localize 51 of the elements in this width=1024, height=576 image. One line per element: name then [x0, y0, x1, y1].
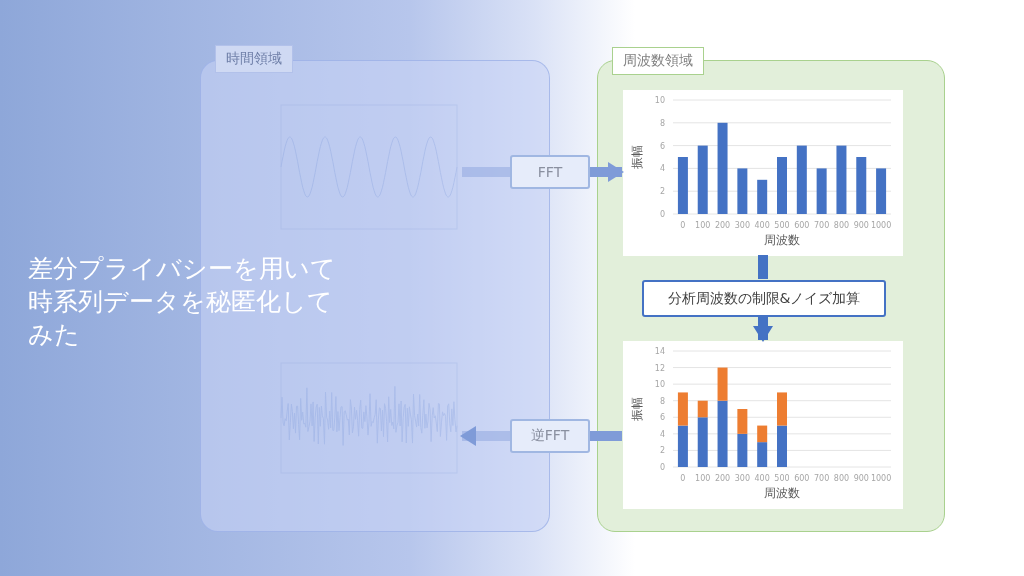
axis-tick-label: 400: [754, 221, 770, 230]
axis-title: 振幅: [630, 397, 644, 421]
axis-tick-label: 600: [794, 221, 810, 230]
axis-title: 周波数: [764, 233, 800, 247]
panel-tab-label: 時間領域: [215, 45, 293, 73]
axis-tick-label: 8: [659, 396, 665, 406]
process-box: 分析周波数の制限&ノイズ加算: [642, 280, 886, 317]
axis-tick-label: 800: [833, 474, 850, 483]
axis-title: 周波数: [764, 486, 800, 500]
axis-tick-label: 600: [794, 474, 810, 483]
axis-tick-label: 0: [680, 474, 686, 483]
axis-tick-label: 10: [654, 380, 665, 390]
panel-tab-label: 周波数領域: [612, 47, 704, 75]
axis-tick-label: 500: [774, 474, 790, 483]
axis-tick-label: 8: [659, 118, 665, 128]
axis-tick-label: 400: [754, 474, 770, 483]
axis-tick-label: 6: [659, 413, 665, 423]
axis-tick-label: 1000: [870, 221, 892, 230]
bar-chart: [623, 341, 903, 509]
axis-tick-label: 300: [734, 221, 750, 230]
axis-tick-label: 900: [853, 221, 869, 230]
arrow: [590, 162, 624, 182]
axis-tick-label: 0: [659, 463, 665, 472]
axis-tick-label: 6: [659, 141, 665, 151]
axis-tick-label: 12: [654, 363, 665, 373]
axis-tick-label: 2: [659, 187, 665, 197]
axis-tick-label: 100: [695, 221, 711, 230]
axis-tick-label: 14: [654, 347, 665, 356]
bar-chart: [623, 90, 903, 256]
axis-tick-label: 500: [774, 221, 790, 230]
axis-tick-label: 200: [714, 221, 731, 230]
axis-tick-label: 900: [853, 474, 869, 483]
arrow: [753, 316, 773, 342]
process-box: FFT: [510, 155, 590, 189]
axis-tick-label: 10: [654, 96, 665, 105]
axis-tick-label: 200: [714, 474, 731, 483]
axis-tick-label: 4: [659, 429, 665, 439]
axis-tick-label: 800: [833, 221, 850, 230]
arrow: [460, 426, 510, 446]
axis-tick-label: 700: [814, 474, 830, 483]
slide-title: 差分プライバシーを用いて時系列データを秘匿化してみた: [28, 253, 337, 351]
axis-title: 振幅: [630, 145, 644, 169]
axis-tick-label: 2: [659, 446, 665, 456]
axis-tick-label: 1000: [870, 474, 892, 483]
axis-tick-label: 100: [695, 474, 711, 483]
axis-tick-label: 4: [659, 164, 665, 174]
process-box: 逆FFT: [510, 419, 590, 453]
axis-tick-label: 300: [734, 474, 750, 483]
axis-tick-label: 0: [659, 210, 665, 219]
axis-tick-label: 0: [680, 221, 686, 230]
axis-tick-label: 700: [814, 221, 830, 230]
